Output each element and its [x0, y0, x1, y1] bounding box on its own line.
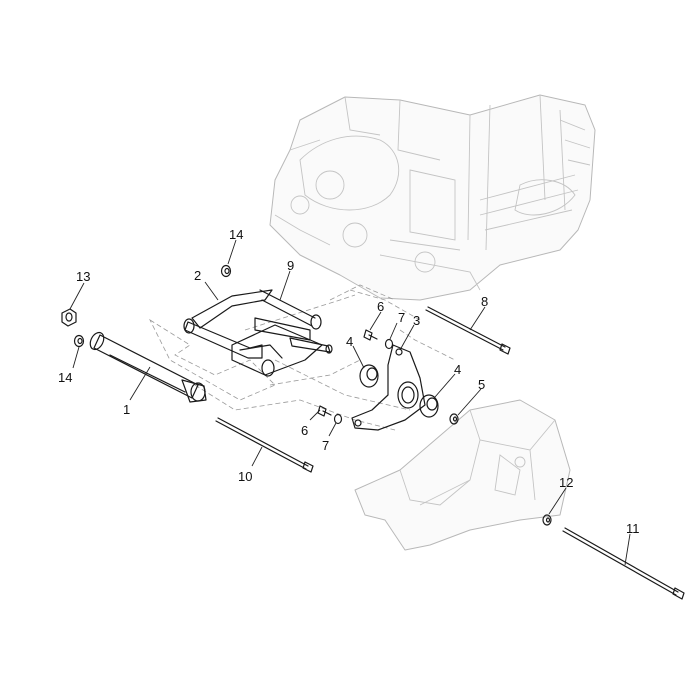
part-7-washer-b: [333, 413, 343, 425]
part-5-washer: [449, 413, 459, 425]
callout-7-b: 7: [322, 438, 329, 453]
part-1-sleeve: [89, 331, 207, 403]
part-2-bracket: [183, 289, 333, 377]
callout-11: 11: [626, 521, 640, 536]
callout-13: 13: [76, 269, 90, 284]
part-7-washer-a: [384, 338, 394, 350]
callout-12: 12: [559, 475, 573, 490]
callout-8: 8: [481, 294, 488, 309]
part-6-screw-b: [317, 405, 332, 417]
callout-2: 2: [194, 268, 201, 283]
callout-9: 9: [287, 258, 294, 273]
callout-labels: 1 2 3 4 4 5 6 6 7 7 8 9 10 11 12 13 14 1…: [58, 227, 640, 536]
callout-3: 3: [413, 313, 420, 328]
assembly-dashed-lines: [149, 284, 456, 431]
callout-1: 1: [123, 402, 130, 417]
part-10-bolt: [215, 417, 314, 473]
callout-6-a: 6: [377, 299, 384, 314]
callout-10: 10: [238, 469, 252, 484]
part-8-bolt: [425, 306, 511, 355]
part-4-spacer-b: [419, 394, 439, 418]
part-11-bolt: [562, 527, 685, 600]
callout-14-a: 14: [229, 227, 243, 242]
engine-illustration: [269, 94, 596, 301]
part-14-washer-b: [73, 334, 85, 348]
part-14-washer-a: [220, 264, 232, 278]
part-4-spacer-a: [359, 364, 379, 388]
frame-illustration: [354, 399, 571, 551]
callout-6-b: 6: [301, 423, 308, 438]
callout-4-b: 4: [454, 362, 461, 377]
callout-7-a: 7: [398, 310, 405, 325]
part-12-washer: [542, 514, 552, 526]
part-6-screw-a: [363, 329, 378, 341]
part-3-plate: [351, 344, 426, 431]
callout-14-b: 14: [58, 370, 72, 385]
part-13-nut: [61, 308, 77, 327]
leader-lines: [69, 239, 631, 566]
callout-5: 5: [478, 377, 485, 392]
callout-4-a: 4: [346, 334, 353, 349]
